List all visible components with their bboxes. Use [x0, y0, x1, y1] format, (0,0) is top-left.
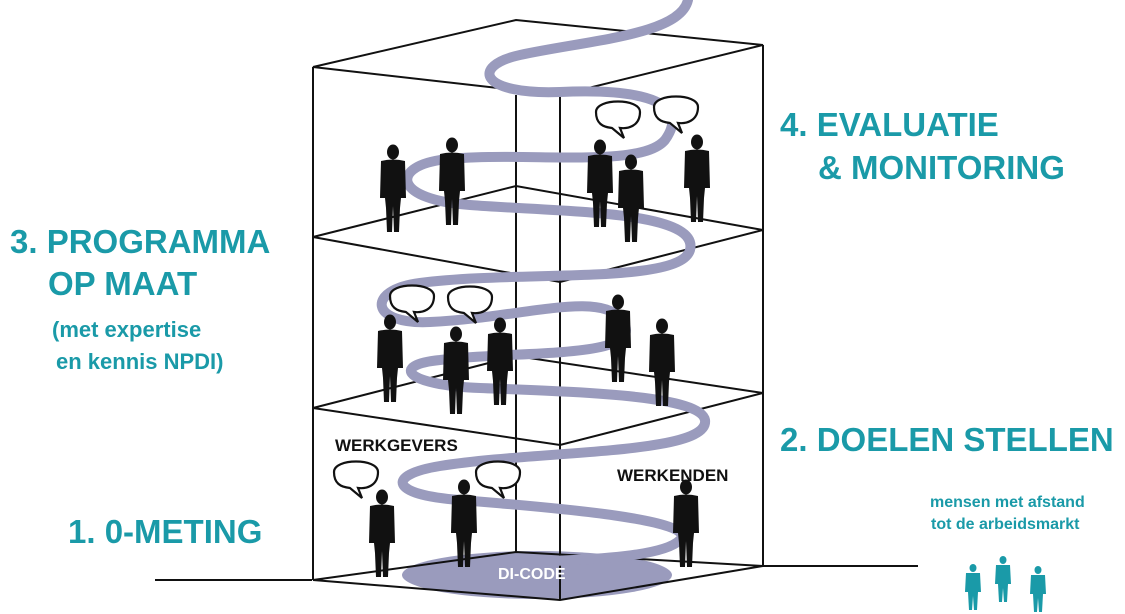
label-werkenden: WERKENDEN	[617, 466, 729, 485]
winding-path	[376, 0, 710, 567]
person-icon-group	[965, 556, 1046, 612]
label-step3-note1: (met expertise	[52, 317, 202, 342]
label-step1: 1. 0-METING	[68, 513, 263, 550]
label-step2: 2. DOELEN STELLEN	[780, 421, 1114, 458]
label-afstand-line1: mensen met afstand	[930, 494, 1085, 511]
label-step3-line1: 3. PROGRAMMA	[10, 223, 271, 260]
label-afstand-line2: tot de arbeidsmarkt	[931, 516, 1080, 533]
label-step3-line2: OP MAAT	[48, 265, 198, 302]
label-werkgevers: WERKGEVERS	[335, 436, 458, 455]
label-step4-line1: 4. EVALUATIE	[780, 106, 999, 143]
label-step4-line2: & MONITORING	[818, 149, 1065, 186]
label-step3-note2: en kennis NPDI)	[56, 349, 224, 374]
label-dicode: DI-CODE	[498, 566, 566, 583]
